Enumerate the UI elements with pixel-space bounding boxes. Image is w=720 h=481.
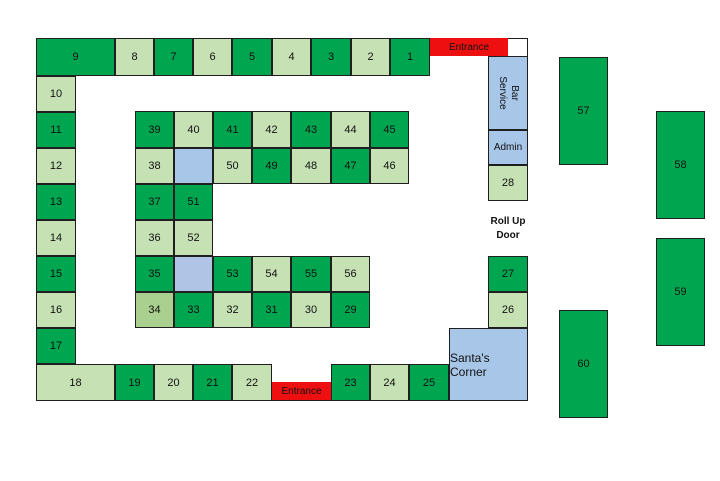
booth-55[interactable]: 55: [291, 256, 331, 292]
booth-18[interactable]: 18: [36, 364, 115, 401]
booth-57[interactable]: 57: [559, 57, 608, 165]
booth-19[interactable]: 19: [115, 364, 154, 401]
booth-59[interactable]: 59: [656, 238, 705, 346]
booth-23[interactable]: 23: [331, 364, 370, 401]
booth-54[interactable]: 54: [252, 256, 291, 292]
booth-50[interactable]: 50: [213, 148, 252, 184]
entrance-bottom[interactable]: Entrance: [272, 382, 331, 400]
booth-7[interactable]: 7: [154, 38, 193, 76]
booth-3[interactable]: 3: [311, 38, 351, 76]
booth-47[interactable]: 47: [331, 148, 370, 184]
booth-58[interactable]: 58: [656, 111, 705, 219]
booth-26[interactable]: 26: [488, 292, 528, 328]
booth-33[interactable]: 33: [174, 292, 213, 328]
top-wall-segment: [508, 38, 528, 39]
booth-22[interactable]: 22: [232, 364, 272, 401]
booth-37[interactable]: 37: [135, 184, 174, 220]
booth-5[interactable]: 5: [232, 38, 272, 76]
booth-10[interactable]: 10: [36, 76, 76, 112]
booth-45[interactable]: 45: [370, 111, 409, 148]
booth-31[interactable]: 31: [252, 292, 291, 328]
booth-13[interactable]: 13: [36, 184, 76, 220]
booth-14[interactable]: 14: [36, 220, 76, 256]
admin-area[interactable]: Admin: [488, 130, 528, 165]
booth-27[interactable]: 27: [488, 256, 528, 292]
roll-up-door[interactable]: Roll Up Door: [488, 201, 528, 256]
booth-53[interactable]: 53: [213, 256, 252, 292]
booth-8[interactable]: 8: [115, 38, 154, 76]
booth-35[interactable]: 35: [135, 256, 174, 292]
bar-service-label: Bar Service: [497, 76, 520, 110]
booth-12[interactable]: 12: [36, 148, 76, 184]
booth-11[interactable]: 11: [36, 112, 76, 148]
booth-28[interactable]: 28: [488, 165, 528, 201]
booth-60[interactable]: 60: [559, 310, 608, 418]
booth-42[interactable]: 42: [252, 111, 291, 148]
booth-46[interactable]: 46: [370, 148, 409, 184]
booth-32[interactable]: 32: [213, 292, 252, 328]
booth-40[interactable]: 40: [174, 111, 213, 148]
booth-9[interactable]: 9: [36, 38, 115, 76]
blank-booth-upper: [174, 148, 213, 184]
booth-20[interactable]: 20: [154, 364, 193, 401]
roll-up-door-line2: Door: [496, 229, 520, 241]
blank-booth-lower: [174, 256, 213, 292]
booth-25[interactable]: 25: [409, 364, 449, 401]
booth-15[interactable]: 15: [36, 256, 76, 292]
booth-38[interactable]: 38: [135, 148, 174, 184]
santas-corner[interactable]: Santa's Corner: [449, 328, 528, 401]
booth-21[interactable]: 21: [193, 364, 232, 401]
booth-51[interactable]: 51: [174, 184, 213, 220]
booth-34[interactable]: 34: [135, 292, 174, 328]
booth-56[interactable]: 56: [331, 256, 370, 292]
booth-29[interactable]: 29: [331, 292, 370, 328]
booth-52[interactable]: 52: [174, 220, 213, 256]
booth-36[interactable]: 36: [135, 220, 174, 256]
booth-48[interactable]: 48: [291, 148, 331, 184]
bar-service-area[interactable]: Bar Service: [488, 56, 528, 130]
booth-17[interactable]: 17: [36, 328, 76, 364]
booth-4[interactable]: 4: [272, 38, 311, 76]
booth-43[interactable]: 43: [291, 111, 331, 148]
booth-24[interactable]: 24: [370, 364, 409, 401]
booth-44[interactable]: 44: [331, 111, 370, 148]
booth-49[interactable]: 49: [252, 148, 291, 184]
booth-2[interactable]: 2: [351, 38, 390, 76]
booth-41[interactable]: 41: [213, 111, 252, 148]
roll-up-door-line1: Roll Up: [490, 215, 526, 227]
booth-39[interactable]: 39: [135, 111, 174, 148]
booth-30[interactable]: 30: [291, 292, 331, 328]
booth-1[interactable]: 1: [390, 38, 430, 76]
entrance-top[interactable]: Entrance: [430, 38, 508, 56]
booth-16[interactable]: 16: [36, 292, 76, 328]
booth-6[interactable]: 6: [193, 38, 232, 76]
hall-wall-bottom: [36, 400, 528, 401]
